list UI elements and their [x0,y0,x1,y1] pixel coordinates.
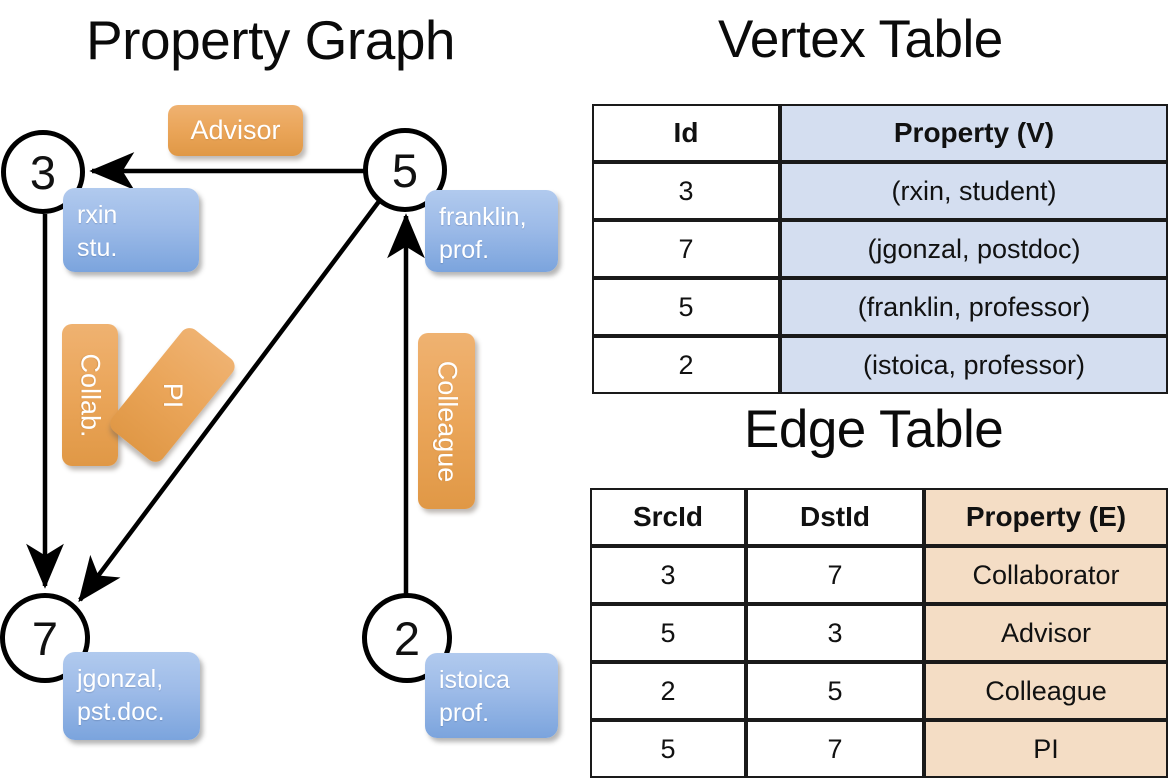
edge-table-header-row: SrcId DstId Property (E) [590,488,1168,546]
node-property-2-line2: prof. [439,699,490,727]
vertex-cell-id: 7 [592,220,780,278]
table-row[interactable]: 3 (rxin, student) [592,162,1168,220]
node-property-3-line2: stu. [77,234,118,262]
vertex-cell-id: 3 [592,162,780,220]
edge-cell-srcid: 5 [590,720,746,778]
section-title-edge-table: Edge Table [744,400,1004,459]
edge-5-to-7 [78,198,382,603]
edge-cell-property: PI [924,720,1168,778]
node-property-box-5: franklin, prof. [425,190,558,272]
edge-cell-srcid: 3 [590,546,746,604]
edge-label-colleague[interactable]: Colleague [418,333,475,509]
vertex-table: Id Property (V) 3 (rxin, student) 7 (jgo… [592,104,1168,394]
edge-cell-srcid: 2 [590,662,746,720]
node-property-3-line1: rxin [77,201,118,229]
edge-label-colleague-text: Colleague [432,360,462,482]
edge-cell-property: Colleague [924,662,1168,720]
vertex-cell-id: 2 [592,336,780,394]
graph-edges-layer [26,152,425,603]
edge-label-advisor-text: Advisor [190,115,281,145]
edge-table: SrcId DstId Property (E) 3 7 Collaborato… [590,488,1168,778]
edge-label-collab-text: Collab. [75,352,106,438]
edge-label-collab[interactable]: Collab. [62,324,118,466]
vertex-cell-property: (rxin, student) [780,162,1168,220]
edge-cell-property: Advisor [924,604,1168,662]
node-property-5-line2: prof. [439,236,490,264]
vertex-cell-id: 5 [592,278,780,336]
node-property-box-2: istoica prof. [425,653,558,738]
table-row[interactable]: 3 7 Collaborator [590,546,1168,604]
node-property-box-3: rxin stu. [63,188,199,272]
edge-label-advisor[interactable]: Advisor [168,105,303,156]
edge-cell-property: Collaborator [924,546,1168,604]
edge-cell-dstid: 3 [746,604,924,662]
edge-cell-dstid: 5 [746,662,924,720]
vertex-cell-property: (jgonzal, postdoc) [780,220,1168,278]
vertex-table-header-row: Id Property (V) [592,104,1168,162]
node-property-7-line2: pst.doc. [77,698,165,726]
table-row[interactable]: 7 (jgonzal, postdoc) [592,220,1168,278]
edge-cell-dstid: 7 [746,720,924,778]
node-property-2-line1: istoica [439,666,510,694]
graph-node-5[interactable]: 5 [363,128,447,212]
graph-node-2[interactable]: 2 [362,593,452,683]
vertex-header-property: Property (V) [780,104,1168,162]
node-property-7-line1: jgonzal, [77,665,164,693]
table-row[interactable]: 2 5 Colleague [590,662,1168,720]
edge-label-pi-text: PI [157,382,188,408]
vertex-header-id: Id [592,104,780,162]
vertex-cell-property: (istoica, professor) [780,336,1168,394]
edge-header-property: Property (E) [924,488,1168,546]
edge-cell-dstid: 7 [746,546,924,604]
edge-header-srcid: SrcId [590,488,746,546]
node-property-5-line1: franklin, [439,203,527,231]
table-row[interactable]: 5 (franklin, professor) [592,278,1168,336]
section-title-vertex-table: Vertex Table [718,10,1003,69]
table-row[interactable]: 2 (istoica, professor) [592,336,1168,394]
table-row[interactable]: 5 7 PI [590,720,1168,778]
vertex-cell-property: (franklin, professor) [780,278,1168,336]
edge-cell-srcid: 5 [590,604,746,662]
diagram-canvas: Property Graph Vertex Table Edge Table A… [0,9,1168,778]
table-row[interactable]: 5 3 Advisor [590,604,1168,662]
node-property-box-7: jgonzal, pst.doc. [63,652,200,740]
page-title-property-graph: Property Graph [86,9,456,71]
edge-header-dstid: DstId [746,488,924,546]
